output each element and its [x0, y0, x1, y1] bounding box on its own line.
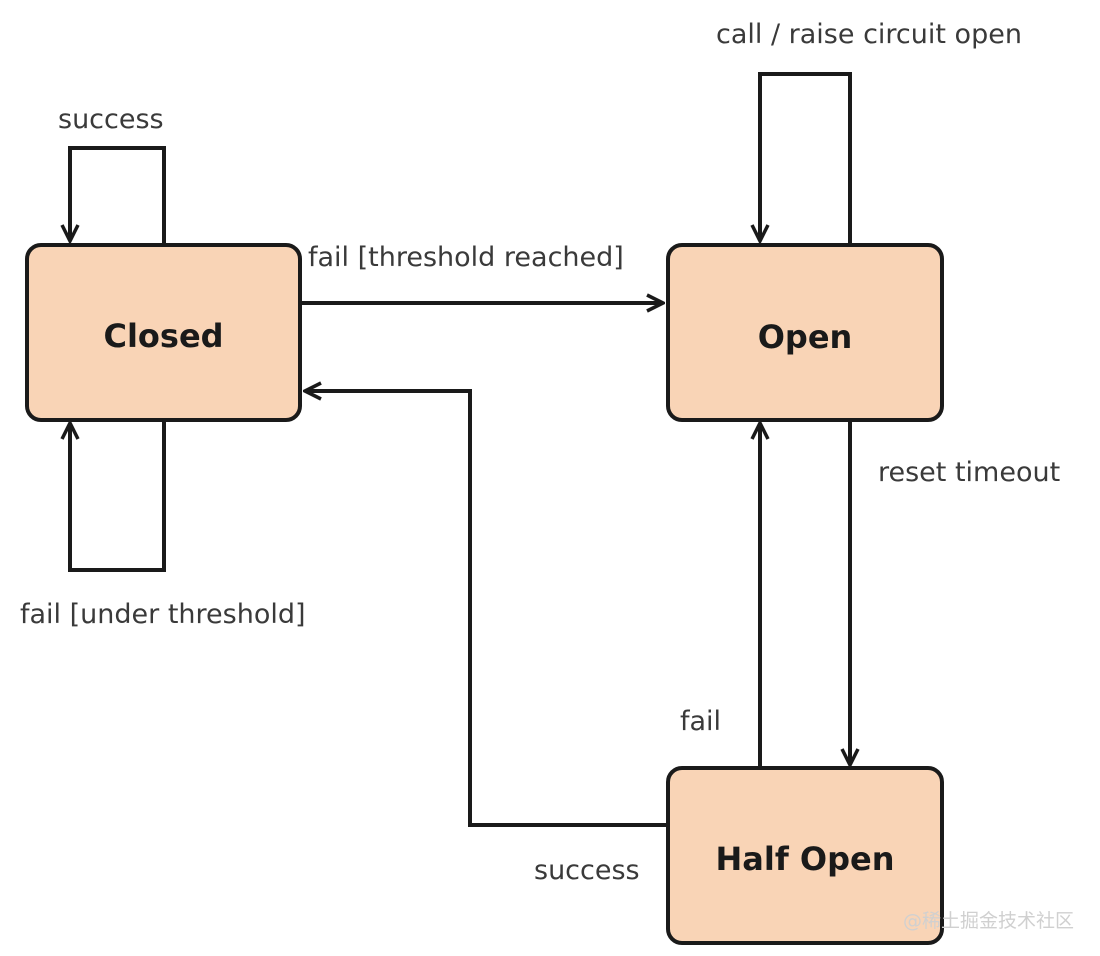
edge-open-self-loop [760, 72, 852, 245]
state-half-open-label: Half Open [716, 840, 895, 878]
state-half-open-box [666, 766, 944, 945]
state-closed-label: Closed [103, 317, 223, 355]
label-closed-fail-under: fail [under threshold] [20, 599, 306, 630]
label-half-open-to-open: fail [680, 706, 721, 737]
edge-half-open-to-closed [306, 391, 668, 827]
state-open-label: Open [758, 318, 853, 356]
label-open-self: call / raise circuit open [716, 19, 1022, 50]
watermark-text: @稀土掘金技术社区 [903, 910, 1074, 932]
state-open: Open [666, 243, 944, 422]
label-closed-success: success [58, 104, 164, 135]
label-half-open-to-closed: success [534, 855, 640, 886]
state-open-box [666, 243, 944, 422]
label-closed-to-open: fail [threshold reached] [308, 242, 624, 273]
edge-closed-success-loop [70, 146, 166, 245]
state-closed: Closed [25, 243, 302, 422]
label-open-to-half-open: reset timeout [878, 457, 1060, 488]
state-closed-box [25, 243, 302, 422]
state-half-open: Half Open [666, 766, 944, 945]
edge-closed-fail-under-loop [70, 420, 166, 572]
